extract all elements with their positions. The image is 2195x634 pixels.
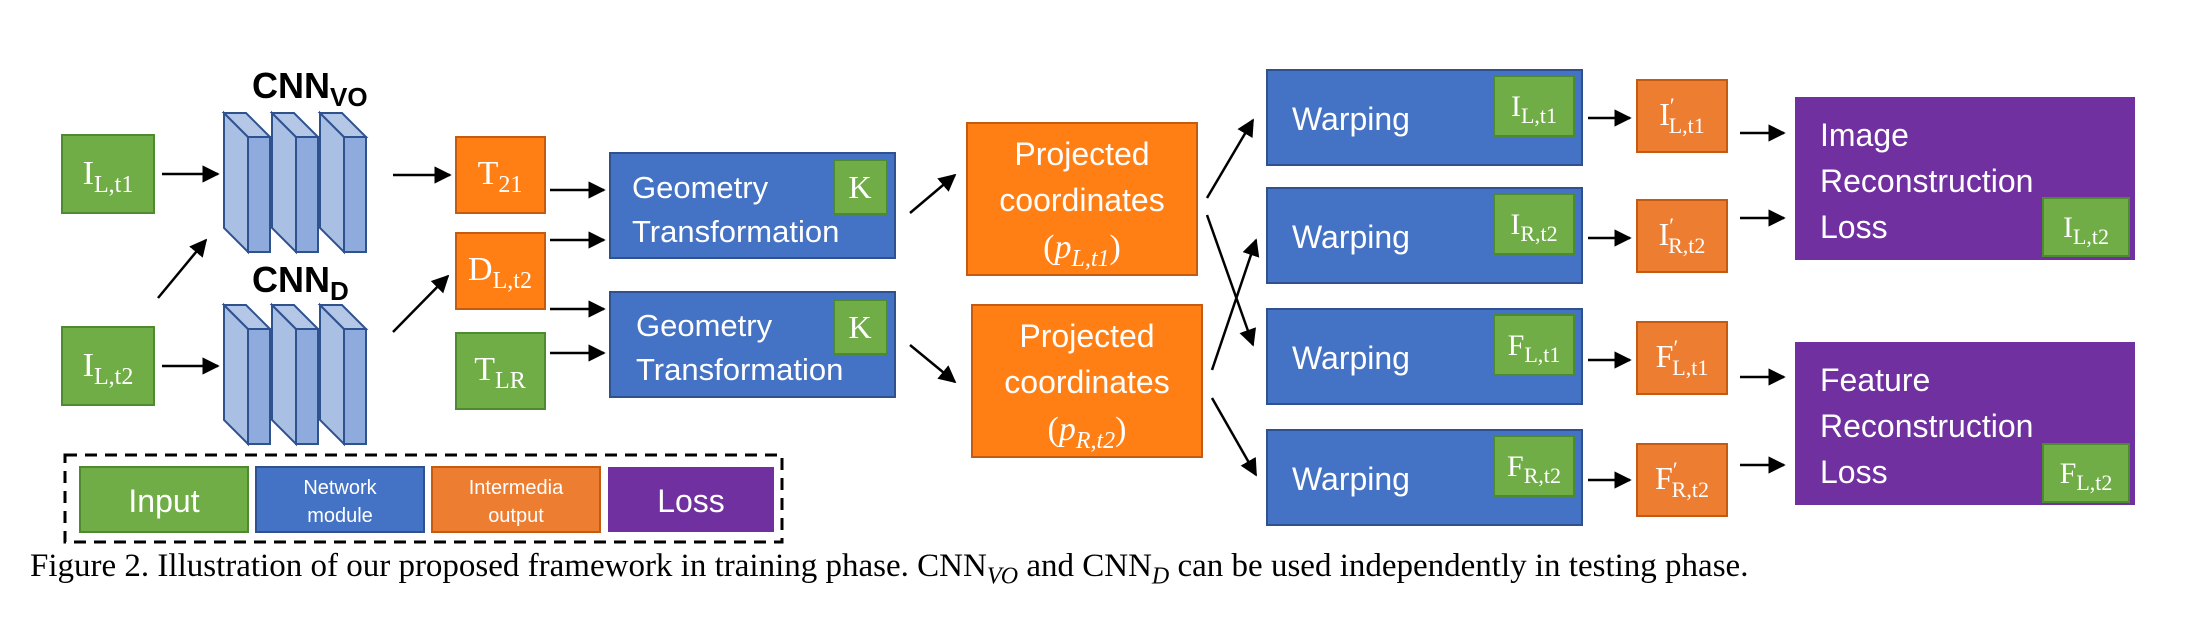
svg-text:Image: Image — [1820, 117, 1909, 153]
svg-text:F′R,t2: F′R,t2 — [1655, 457, 1709, 502]
warped-output-4: F′R,t2 — [1636, 443, 1728, 517]
k-matrix-tag — [833, 299, 888, 355]
svg-text:IL,t2: IL,t2 — [83, 347, 134, 390]
svg-text:I′R,t2: I′R,t2 — [1659, 213, 1706, 258]
loss-target-tag — [2042, 443, 2130, 503]
svg-text:Geometry: Geometry — [632, 170, 769, 205]
arrow-geom1-to-proj1 — [909, 173, 957, 214]
input-t-lr: TLR — [455, 332, 546, 410]
legend-input-swatch — [79, 466, 249, 533]
svg-text:coordinates: coordinates — [999, 182, 1164, 218]
svg-text:output: output — [488, 505, 544, 527]
geometry-transformation-1: Geometry Transformation K — [609, 152, 896, 259]
svg-text:FR,t2: FR,t2 — [1507, 450, 1561, 488]
svg-text:Intermedia: Intermedia — [469, 477, 564, 499]
feature-reconstruction-loss: Feature Reconstruction Loss FL,t2 — [1795, 342, 2135, 505]
svg-text:module: module — [307, 505, 373, 527]
arrow-proj2-to-warp4 — [1210, 397, 1258, 477]
cnn-d-layer-3 — [317, 302, 369, 447]
svg-text:Warping: Warping — [1292, 461, 1410, 497]
svg-text:DL,t2: DL,t2 — [468, 251, 532, 294]
cnn-vo-label: CNNVO — [252, 65, 368, 112]
svg-text:Transformation: Transformation — [636, 352, 843, 387]
svg-text:Warping: Warping — [1292, 219, 1410, 255]
svg-text:Warping: Warping — [1292, 340, 1410, 376]
legend-loss-swatch — [608, 467, 774, 532]
warping-1: Warping IL,t1 — [1266, 69, 1583, 166]
arrow-cnnd-to-depth — [392, 274, 450, 333]
cnn-vo-block — [221, 110, 369, 255]
legend-intermediate-swatch — [431, 466, 601, 533]
svg-text:F′L,t1: F′L,t1 — [1656, 335, 1709, 380]
arrow-input2-to-cnnvo — [157, 238, 208, 299]
projected-coordinates-2: Projected coordinates (pR,t2) — [971, 304, 1203, 458]
svg-text:FL,t2: FL,t2 — [2060, 457, 2113, 495]
svg-text:IL,t1: IL,t1 — [83, 155, 134, 198]
arrow-geom2-to-proj2 — [909, 344, 957, 384]
svg-text:Network: Network — [303, 477, 377, 499]
svg-text:Projected: Projected — [1019, 318, 1154, 354]
legend: Input Network module Intermedia output L… — [63, 453, 784, 544]
warp-source-tag — [1493, 75, 1575, 137]
svg-text:Loss: Loss — [1820, 209, 1888, 245]
svg-text:(pR,t2): (pR,t2) — [1048, 411, 1127, 454]
image-reconstruction-loss: Image Reconstruction Loss IL,t2 — [1795, 97, 2135, 260]
intermediate-d-l-t2: DL,t2 — [455, 232, 546, 310]
svg-text:coordinates: coordinates — [1004, 364, 1169, 400]
input-i-l-t1: IL,t1 — [61, 134, 155, 214]
arrow-proj1-to-warp1 — [1205, 118, 1255, 199]
warped-output-2: I′R,t2 — [1636, 199, 1728, 273]
cnn-d-label: CNND — [252, 259, 349, 306]
svg-text:TLR: TLR — [474, 351, 525, 394]
cnn-vo-layer-2 — [269, 110, 321, 255]
warping-4: Warping FR,t2 — [1266, 429, 1583, 526]
geometry-transformation-2: Geometry Transformation K — [609, 291, 896, 398]
figure-caption: Figure 2. Illustration of our proposed f… — [30, 548, 1749, 590]
legend-input-label: Input — [128, 483, 199, 519]
svg-text:K: K — [848, 309, 871, 345]
svg-text:Loss: Loss — [1820, 454, 1888, 490]
svg-text:Feature: Feature — [1820, 362, 1930, 398]
cnn-vo-layer-1 — [221, 110, 273, 255]
k-matrix-tag — [833, 159, 888, 215]
svg-text:K: K — [848, 169, 871, 205]
warp-source-tag — [1493, 314, 1575, 376]
warp-source-tag — [1493, 193, 1575, 255]
arrow-proj2-to-warp2 — [1210, 238, 1260, 371]
cnn-vo-layer-3 — [317, 110, 369, 255]
warped-output-3: F′L,t1 — [1636, 321, 1728, 395]
svg-text:Projected: Projected — [1014, 136, 1149, 172]
flow-arrows — [157, 109, 1786, 489]
warping-3: Warping FL,t1 — [1266, 308, 1583, 405]
svg-text:I′L,t1: I′L,t1 — [1659, 93, 1705, 138]
warped-output-1: I′L,t1 — [1636, 79, 1728, 153]
warping-2: Warping IR,t2 — [1266, 187, 1583, 284]
arrow-proj1-to-warp3 — [1205, 214, 1256, 347]
cnn-d-layer-1 — [221, 302, 273, 447]
warp-source-tag — [1493, 435, 1575, 497]
legend-network-swatch — [255, 466, 425, 533]
input-i-l-t2: IL,t2 — [61, 326, 155, 406]
svg-text:Geometry: Geometry — [636, 308, 773, 343]
svg-text:IR,t2: IR,t2 — [1510, 208, 1557, 246]
projected-coordinates-1: Projected coordinates (pL,t1) — [966, 122, 1198, 276]
legend-loss-label: Loss — [657, 483, 725, 519]
svg-text:FL,t1: FL,t1 — [1508, 329, 1561, 367]
svg-text:Reconstruction: Reconstruction — [1820, 408, 2033, 444]
svg-text:IL,t1: IL,t1 — [1511, 90, 1557, 128]
svg-text:T21: T21 — [478, 155, 523, 198]
svg-text:IL,t2: IL,t2 — [2063, 211, 2109, 249]
svg-text:Transformation: Transformation — [632, 214, 839, 249]
svg-text:Reconstruction: Reconstruction — [1820, 163, 2033, 199]
loss-target-tag — [2042, 197, 2130, 257]
cnn-d-block — [221, 302, 369, 447]
svg-text:Warping: Warping — [1292, 101, 1410, 137]
intermediate-t21: T21 — [455, 136, 546, 214]
cnn-d-layer-2 — [269, 302, 321, 447]
